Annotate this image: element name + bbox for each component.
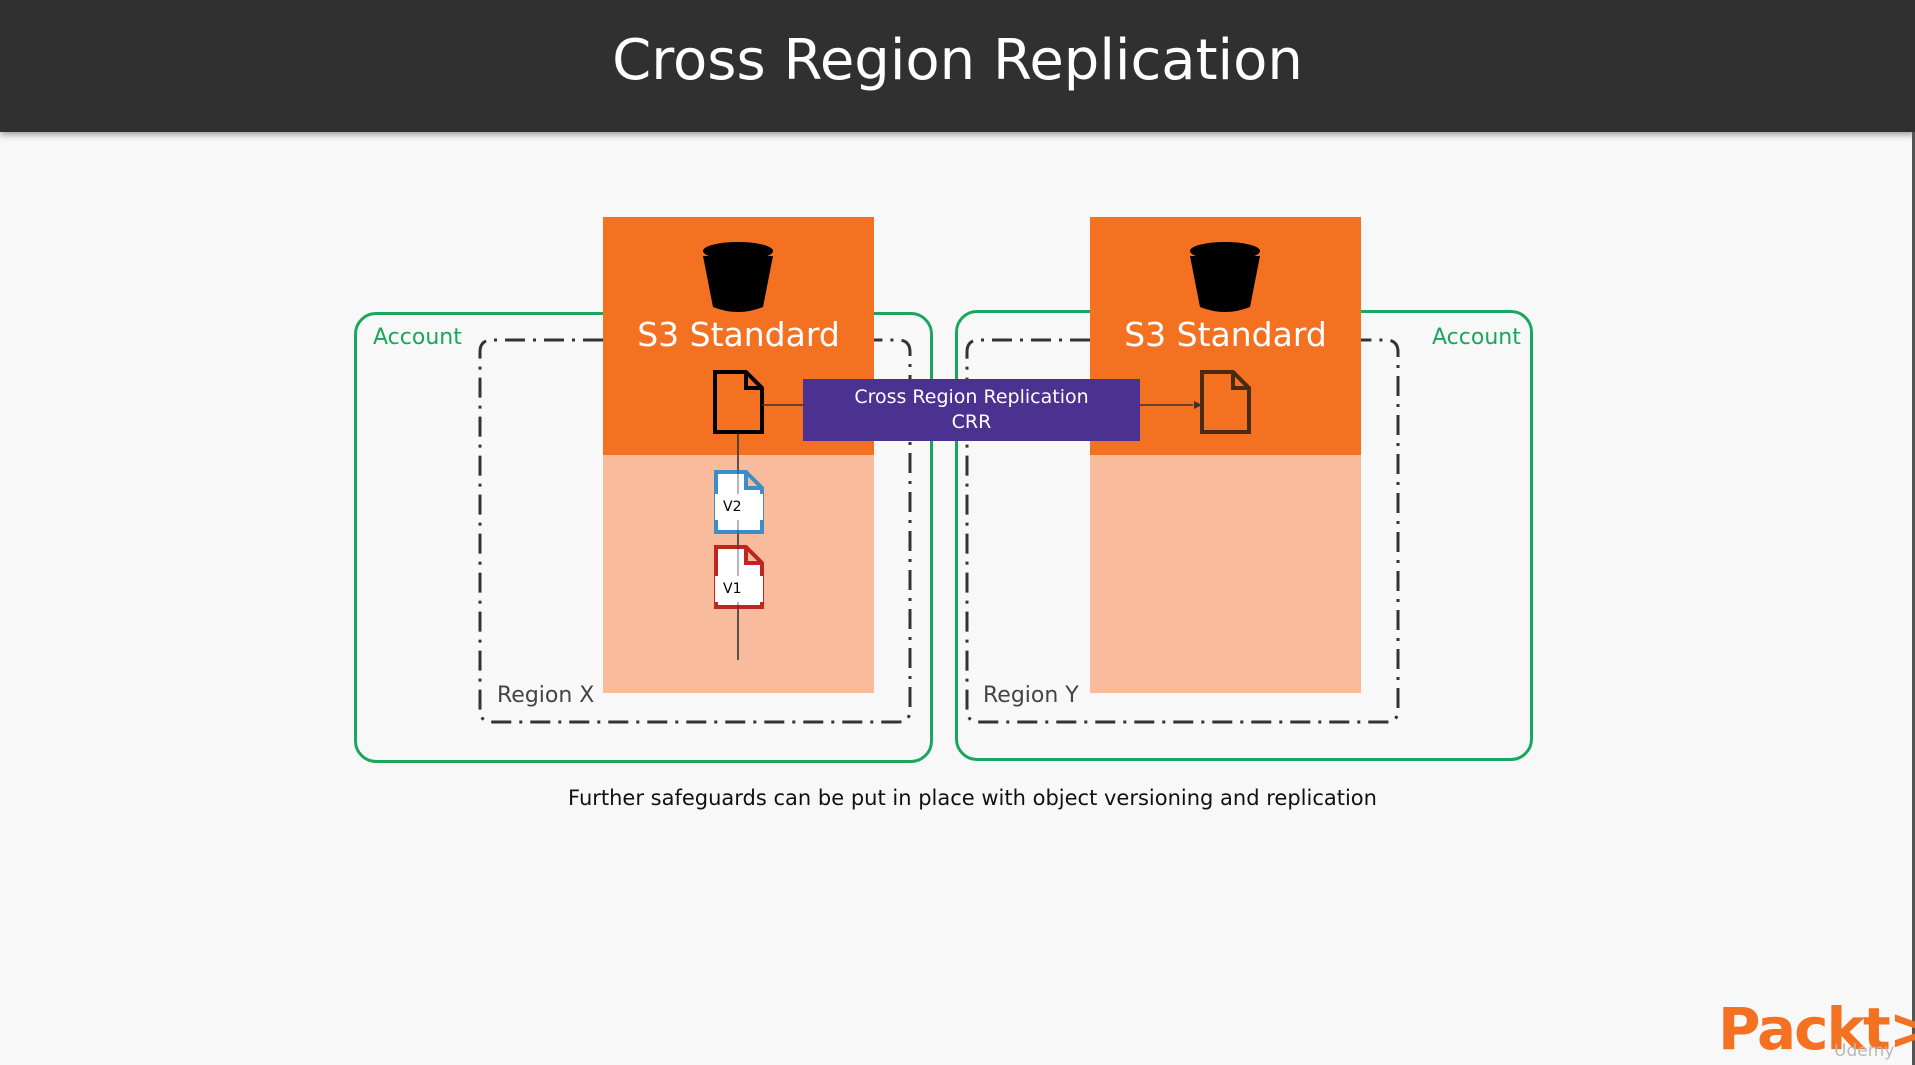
caption: Further safeguards can be put in place w… <box>568 786 1377 810</box>
version-label-v2: V2 <box>715 494 763 520</box>
crr-box: Cross Region Replication CRR <box>803 379 1140 441</box>
version-label-v1: V1 <box>715 576 763 602</box>
region-left-border <box>478 338 912 724</box>
slide-edge <box>1912 132 1915 1065</box>
bucket-icon <box>1190 242 1260 312</box>
crr-abbreviation: CRR <box>951 411 992 433</box>
bucket-icon <box>703 242 773 312</box>
account-right-label: Account <box>1432 325 1521 350</box>
crr-title: Cross Region Replication <box>854 386 1089 408</box>
title-bar: Cross Region Replication <box>0 0 1915 132</box>
arrow-icon <box>1194 401 1202 409</box>
document-icon <box>1200 370 1251 434</box>
packt-logo: Packt> <box>1718 995 1915 1063</box>
region-right-label: Region Y <box>983 683 1079 708</box>
slide-title: Cross Region Replication <box>612 28 1303 93</box>
region-right-border <box>965 338 1400 724</box>
document-icon <box>713 370 764 434</box>
bucket-right-body <box>1090 455 1361 693</box>
udemy-watermark: Udemy <box>1834 1041 1895 1061</box>
bucket-left-label: S3 Standard <box>637 315 840 354</box>
account-left-label: Account <box>373 325 462 350</box>
bucket-right-label: S3 Standard <box>1124 315 1327 354</box>
region-left-label: Region X <box>497 683 595 708</box>
